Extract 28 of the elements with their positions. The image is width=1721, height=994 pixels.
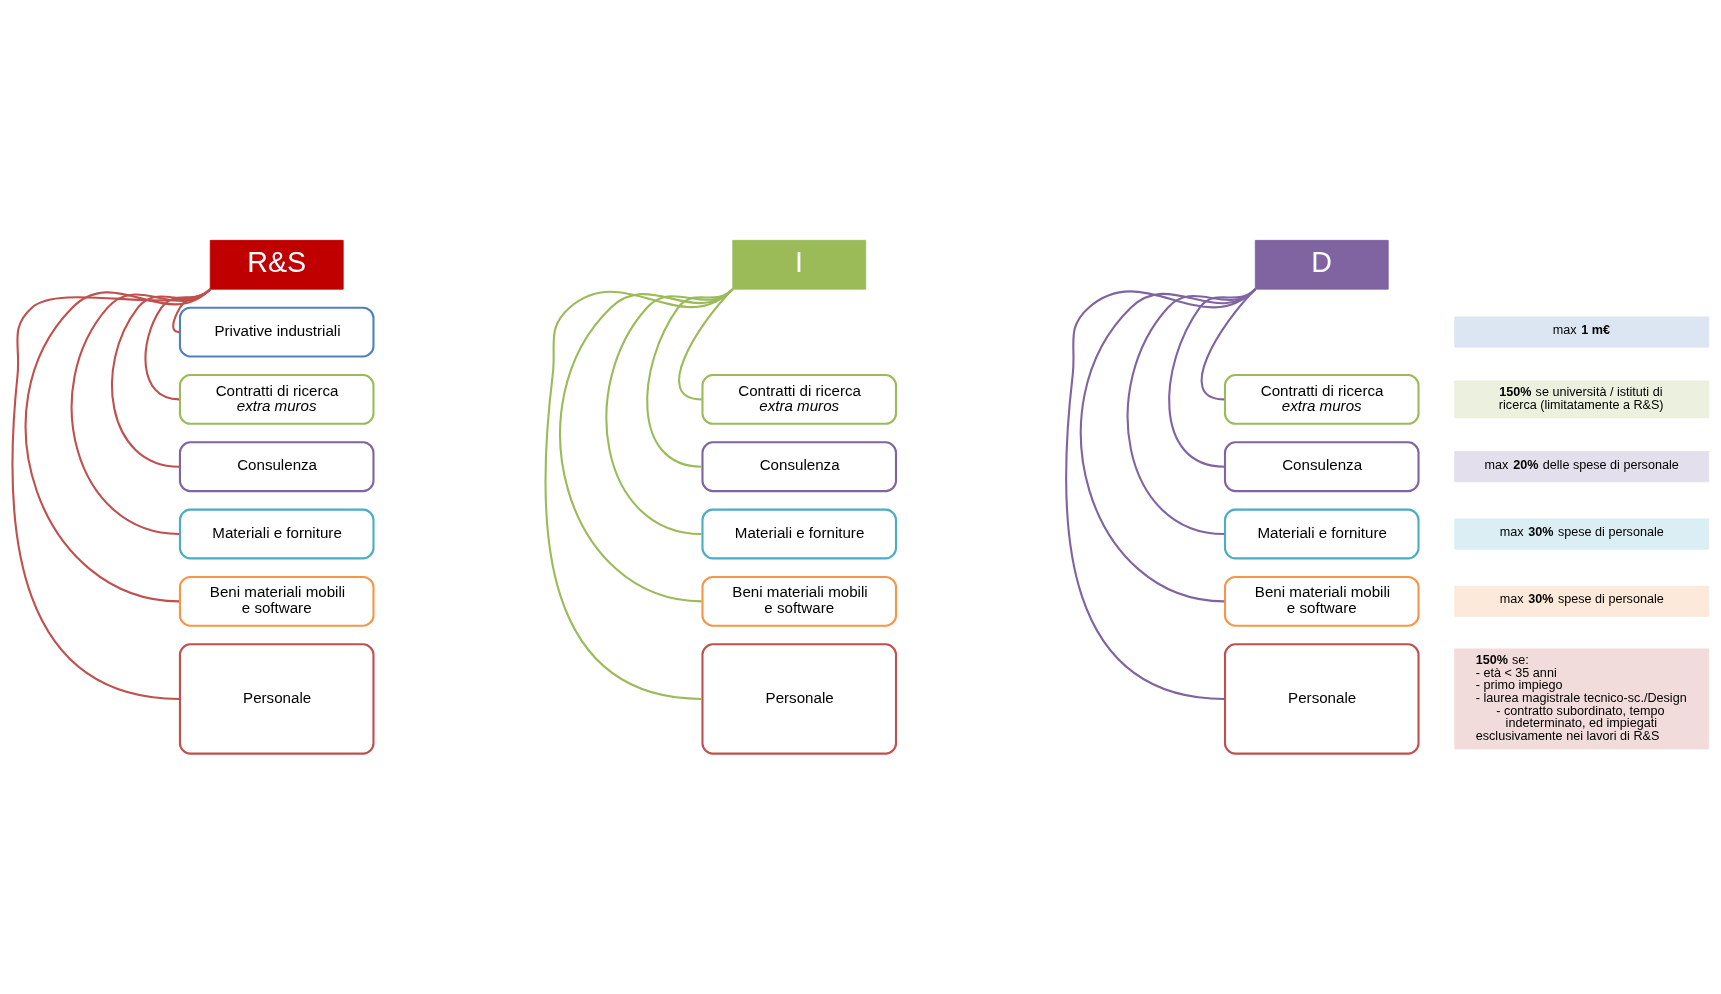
node-box: Personale <box>701 643 898 755</box>
node-box: Beni materiali mobili e software <box>701 575 898 627</box>
node-box: Consulenza <box>178 441 375 493</box>
node-box: Materiali e forniture <box>178 508 375 560</box>
node-box: Beni materiali mobili e software <box>1223 575 1420 627</box>
node-box: Contratti di ricerca extra muros <box>701 373 898 425</box>
connector <box>1065 288 1256 700</box>
node-box: R&S <box>209 239 344 290</box>
node-box: Materiali e forniture <box>1223 508 1420 560</box>
node-box: max 30% spese di personale <box>1454 585 1710 617</box>
node-box: Personale <box>1223 643 1420 755</box>
node-box: Contratti di ricerca extra muros <box>178 373 375 425</box>
node-box: max 30% spese di personale <box>1454 518 1710 550</box>
connector <box>11 288 211 700</box>
connector <box>544 288 734 700</box>
node-box: Consulenza <box>701 441 898 493</box>
node-box: Personale <box>178 643 375 755</box>
node-box: max 1 m€ <box>1454 316 1710 348</box>
node-box: D <box>1254 239 1389 290</box>
node-box: Beni materiali mobili e software <box>178 575 375 627</box>
node-box: Materiali e forniture <box>701 508 898 560</box>
node-box: Contratti di ricerca extra muros <box>1223 373 1420 425</box>
node-box: 150% se: - età < 35 anni - primo impiego - laurea magistrale tecnico-sc./Design - contratto subordinato, tempo indeterminato, ed impiegati esclusivamente nei lavori di R&S <box>1454 648 1710 750</box>
node-box: Consulenza <box>1223 441 1420 493</box>
node-box: 150% se università / istituti di ricerca (limitatamente a R&S) <box>1454 380 1710 419</box>
node-box: Privative industriali <box>178 306 375 358</box>
node-box: I <box>732 239 867 290</box>
node-box: max 20% delle spese di personale <box>1454 451 1710 483</box>
